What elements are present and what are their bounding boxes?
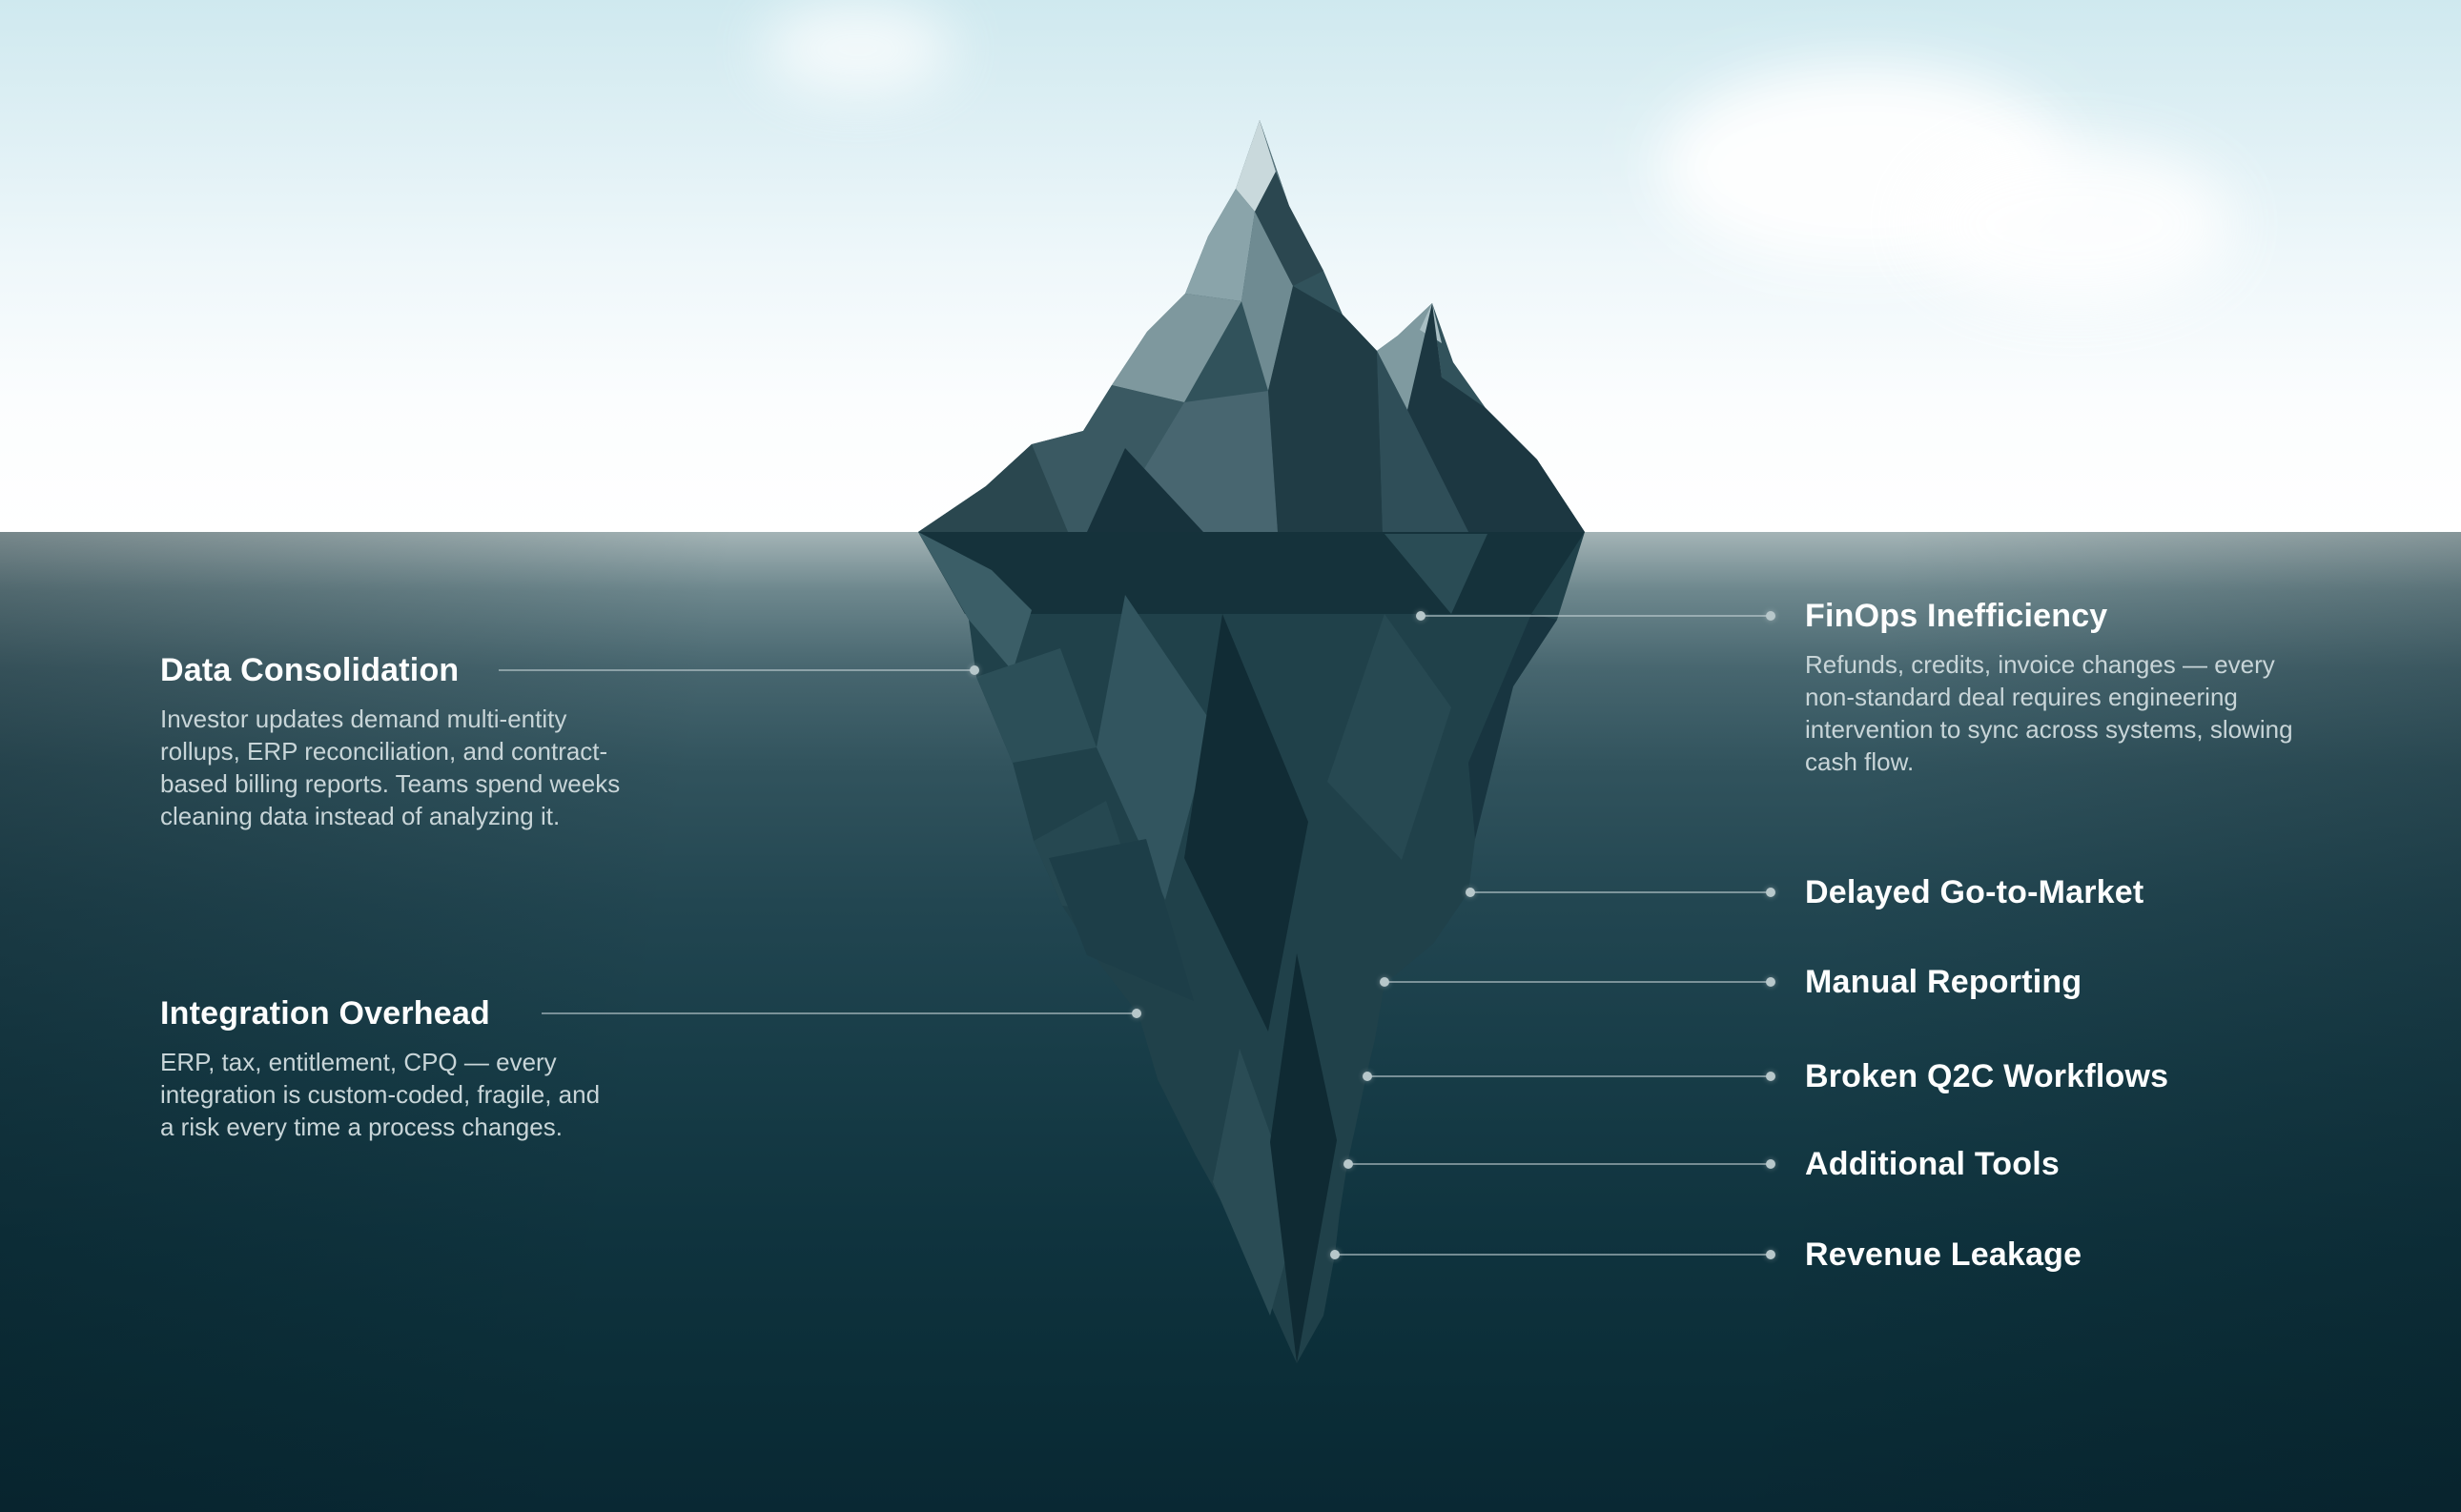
iceberg-above-water (918, 120, 1585, 532)
connector-line (1421, 615, 1771, 617)
label-additional-tools: Additional Tools (1805, 1145, 2060, 1183)
connector-line (1384, 981, 1771, 983)
label-description: Investor updates demand multi-entity rol… (160, 705, 621, 830)
iceberg-below-water (918, 532, 1585, 1363)
connector-line (1470, 891, 1771, 893)
connector-dot (1766, 888, 1775, 897)
label-finops-inefficiency: FinOps Inefficiency Refunds, credits, in… (1805, 597, 2301, 778)
connector-dot (1330, 1250, 1340, 1259)
cloud (1917, 143, 2231, 305)
label-broken-q2c-workflows: Broken Q2C Workflows (1805, 1057, 2168, 1095)
label-title: Broken Q2C Workflows (1805, 1058, 2169, 1094)
label-data-consolidation: Data Consolidation Investor updates dema… (160, 651, 642, 832)
connector-line (542, 1012, 1135, 1014)
connector-dot (1766, 611, 1775, 621)
label-title: Additional Tools (1805, 1146, 2060, 1182)
label-title: Manual Reporting (1805, 964, 2082, 1000)
connector-dot (1466, 888, 1475, 897)
label-revenue-leakage: Revenue Leakage (1805, 1236, 2082, 1274)
cloud (763, 4, 954, 94)
connector-dot (1766, 1250, 1775, 1259)
connector-dot (1343, 1159, 1353, 1169)
label-title: Data Consolidation (160, 652, 460, 688)
connector-dot (1416, 611, 1425, 621)
connector-line (1335, 1254, 1771, 1256)
label-title: Delayed Go-to-Market (1805, 874, 2144, 910)
label-description: Refunds, credits, invoice changes — ever… (1805, 650, 2293, 776)
label-title: FinOps Inefficiency (1805, 598, 2108, 634)
connector-dot (970, 665, 979, 675)
connector-dot (1766, 977, 1775, 987)
connector-dot (1363, 1072, 1372, 1081)
label-delayed-go-to-market: Delayed Go-to-Market (1805, 873, 2143, 911)
connector-dot (1132, 1009, 1141, 1018)
connector-line (499, 669, 973, 671)
connector-line (1367, 1075, 1771, 1077)
connector-dot (1766, 1072, 1775, 1081)
connector-line (1348, 1163, 1771, 1165)
label-title: Revenue Leakage (1805, 1236, 2082, 1273)
label-description: ERP, tax, entitlement, CPQ — every integ… (160, 1048, 601, 1141)
connector-dot (1766, 1159, 1775, 1169)
label-integration-overhead: Integration Overhead ERP, tax, entitleme… (160, 994, 608, 1143)
label-manual-reporting: Manual Reporting (1805, 963, 2082, 1001)
connector-dot (1380, 977, 1389, 987)
label-title: Integration Overhead (160, 995, 490, 1032)
